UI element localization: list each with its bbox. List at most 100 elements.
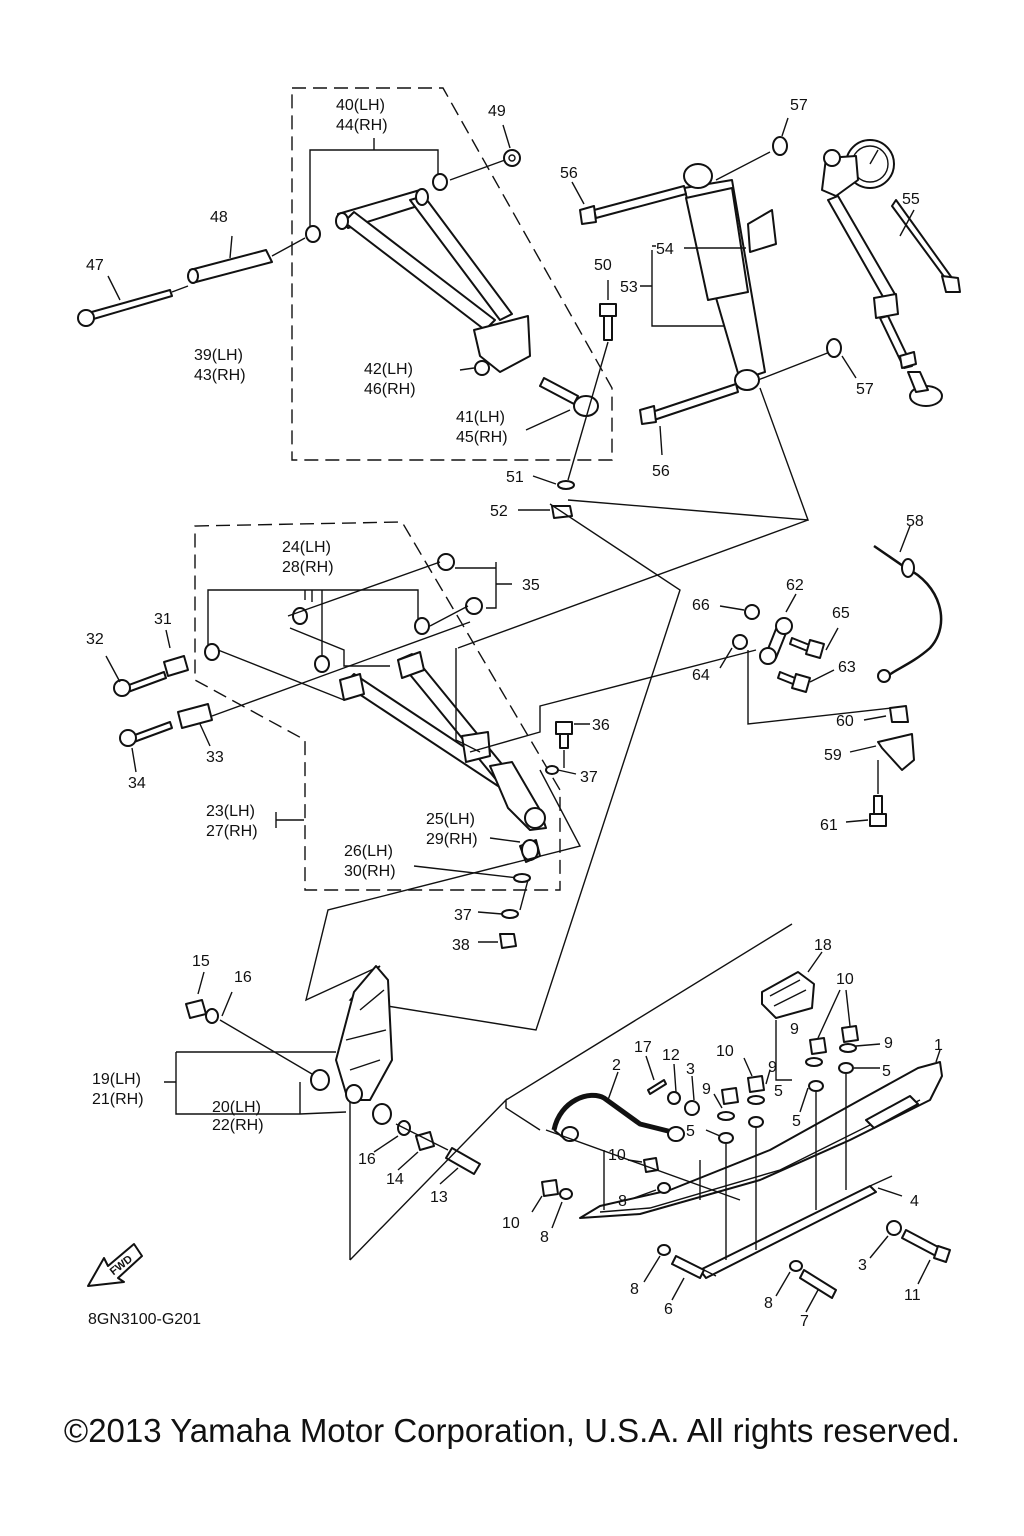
callout-c40: 40(LH)	[336, 97, 385, 114]
callout-c32: 32	[86, 631, 104, 648]
callout-c37b: 37	[454, 907, 472, 924]
callout-c44: 44(RH)	[336, 117, 388, 134]
callout-c31: 31	[154, 611, 172, 628]
callout-c10d: 10	[502, 1215, 520, 1232]
bolt-7	[799, 1269, 837, 1299]
copyright-notice: ©2013 Yamaha Motor Corporation, U.S.A. A…	[63, 1412, 961, 1449]
callout-c49: 49	[488, 103, 506, 120]
callout-c41: 41(LH)	[456, 409, 505, 426]
callout-c29: 29(RH)	[426, 831, 478, 848]
cable-58	[873, 544, 943, 683]
bolt-50	[599, 303, 617, 341]
callout-c7: 7	[800, 1313, 809, 1330]
washer-8-a	[657, 1182, 671, 1194]
callout-c10c: 10	[608, 1147, 626, 1164]
washer-9-d	[717, 1111, 735, 1121]
bushing-20	[310, 1069, 392, 1125]
callout-c61: 61	[820, 817, 838, 834]
collar-48	[189, 249, 273, 283]
bolt-61	[869, 795, 887, 827]
callout-c52: 52	[490, 503, 508, 520]
bolt-11	[901, 1229, 951, 1263]
wear-bar-4	[699, 1175, 893, 1279]
upper-arm-group-box	[291, 87, 613, 461]
callout-c5d: 5	[686, 1123, 695, 1140]
callout-c37a: 37	[580, 769, 598, 786]
callout-c42: 42(LH)	[364, 361, 413, 378]
callout-c30: 30(RH)	[344, 863, 396, 880]
bolt-5-a	[838, 1062, 854, 1190]
callout-c47: 47	[86, 257, 104, 274]
callout-c8a: 8	[618, 1193, 627, 1210]
callout-c45: 45(RH)	[456, 429, 508, 446]
bolt-34	[119, 721, 173, 747]
nut-38	[499, 933, 517, 949]
callout-c16a: 16	[234, 969, 252, 986]
nut-12	[667, 1091, 681, 1105]
callout-c27: 27(RH)	[206, 823, 258, 840]
callout-c9d: 9	[702, 1081, 711, 1098]
callout-c25: 25(LH)	[426, 811, 475, 828]
callout-c21: 21(RH)	[92, 1091, 144, 1108]
nut-3-upper	[684, 1100, 700, 1116]
nut-10-mid	[809, 1037, 827, 1055]
callout-c13: 13	[430, 1189, 448, 1206]
nut-64	[732, 634, 748, 650]
washer-8-d	[789, 1260, 803, 1272]
callout-c59: 59	[824, 747, 842, 764]
callout-c57b: 57	[856, 381, 874, 398]
pin-17	[647, 1079, 667, 1095]
callout-c3b: 3	[858, 1257, 867, 1274]
callout-c38: 38	[452, 937, 470, 954]
callout-c5a: 5	[882, 1063, 891, 1080]
callout-c55: 55	[902, 191, 920, 208]
callout-c43: 43(RH)	[194, 367, 246, 384]
saddle-18	[761, 971, 815, 1019]
collar-33	[177, 703, 213, 729]
callout-c54: 54	[656, 241, 674, 258]
callout-c2: 2	[612, 1057, 621, 1074]
nut-57-lower	[826, 338, 842, 358]
callout-c8b: 8	[540, 1229, 549, 1246]
callout-c26: 26(LH)	[344, 843, 393, 860]
callout-c53: 53	[620, 279, 638, 296]
washer-26	[513, 873, 531, 883]
collar-15	[185, 999, 207, 1019]
washer-16-upper	[205, 1008, 219, 1024]
washer-9-b	[805, 1057, 823, 1067]
bolt-32	[113, 671, 167, 697]
nut-66	[744, 604, 760, 620]
callout-c60: 60	[836, 713, 854, 730]
callout-c8d: 8	[764, 1295, 773, 1312]
collar-31	[163, 655, 189, 677]
callout-c34: 34	[128, 775, 146, 792]
ski-1	[579, 1061, 943, 1219]
callout-c19: 19(LH)	[92, 1071, 141, 1088]
washer-9-c	[747, 1095, 765, 1105]
nut-10-c	[747, 1075, 765, 1093]
callout-c58: 58	[906, 513, 924, 530]
bushing-24	[204, 607, 430, 673]
callout-c9b: 9	[768, 1059, 777, 1076]
callout-c5b: 5	[774, 1083, 783, 1100]
callout-c3a: 3	[686, 1061, 695, 1078]
callout-c33: 33	[206, 749, 224, 766]
nut-57-upper	[772, 136, 788, 156]
callout-c24: 24(LH)	[282, 539, 331, 556]
callout-c17: 17	[634, 1039, 652, 1056]
washer-51	[557, 480, 575, 490]
bushing-40-left	[305, 225, 321, 243]
clamp-60	[889, 705, 909, 723]
nut-49	[503, 149, 521, 167]
callout-c23: 23(LH)	[206, 803, 255, 820]
link-62	[759, 617, 793, 665]
callout-c46: 46(RH)	[364, 381, 416, 398]
pin-13	[445, 1147, 481, 1175]
callout-c15: 15	[192, 953, 210, 970]
upper-a-arm	[335, 188, 531, 373]
callout-c5c: 5	[792, 1113, 801, 1130]
callout-c65: 65	[832, 605, 850, 622]
nut-3-lower	[886, 1220, 902, 1236]
bushing-40-right	[432, 173, 448, 191]
